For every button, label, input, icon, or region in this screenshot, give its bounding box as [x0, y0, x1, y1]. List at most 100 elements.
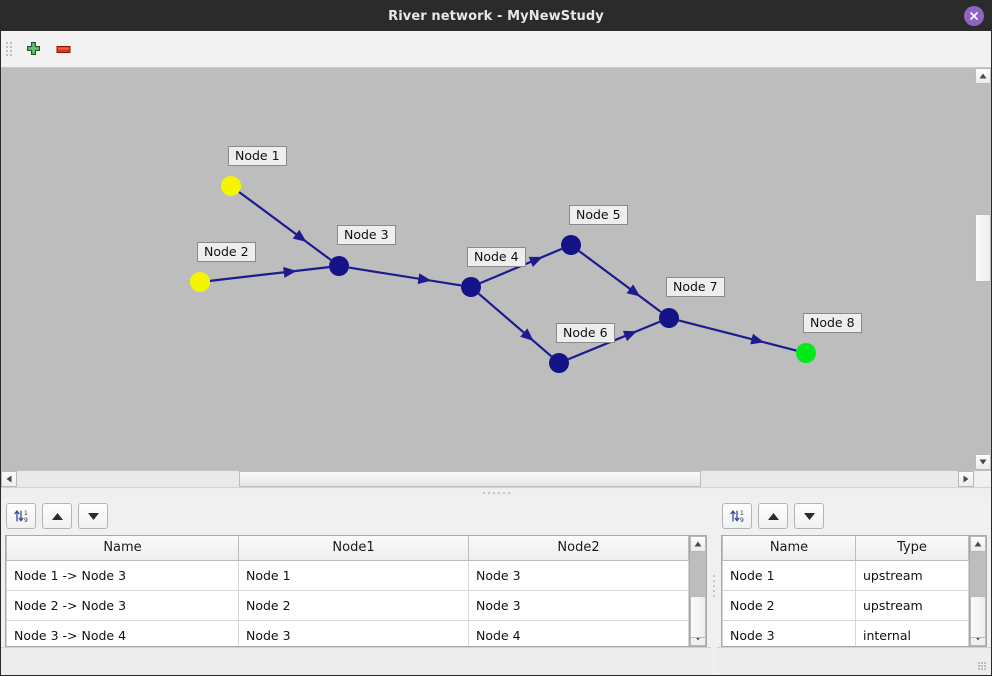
- table-column-header[interactable]: Node2: [468, 536, 689, 561]
- graph-vscroll-track[interactable]: [975, 84, 991, 454]
- table-cell[interactable]: Node 1: [238, 559, 469, 591]
- graph-node-label[interactable]: Node 7: [666, 277, 725, 297]
- table-column-header[interactable]: Name: [6, 536, 239, 561]
- graph-edge[interactable]: [238, 191, 332, 261]
- table-cell[interactable]: upstream: [855, 589, 969, 621]
- graph-node[interactable]: [461, 277, 481, 297]
- table-cell[interactable]: Node 4: [468, 619, 689, 646]
- graph-edge[interactable]: [209, 266, 330, 282]
- move-up-icon[interactable]: [758, 503, 788, 529]
- graph-hscroll-thumb[interactable]: [239, 471, 701, 487]
- graph-node[interactable]: [549, 353, 569, 373]
- graph-edge-arrow: [626, 284, 641, 297]
- graph-node-label[interactable]: Node 3: [337, 225, 396, 245]
- toolbar-drag-handle[interactable]: [5, 37, 13, 61]
- graph-node-label[interactable]: Node 4: [467, 247, 526, 267]
- table-column-header[interactable]: Node1: [238, 536, 469, 561]
- table-cell[interactable]: Node 1 -> Node 3: [6, 559, 239, 591]
- branch-vscroll-track[interactable]: [690, 552, 706, 638]
- table-cell[interactable]: internal: [855, 619, 969, 646]
- graph-scroll-up-icon[interactable]: [975, 68, 991, 84]
- table-cell[interactable]: Node 3: [468, 589, 689, 621]
- node-table-scrollbar[interactable]: [970, 535, 987, 647]
- branch-toolbar: 1 9: [1, 497, 711, 535]
- close-icon[interactable]: [964, 6, 984, 26]
- window-resize-grip[interactable]: [978, 662, 988, 672]
- graph-edge[interactable]: [678, 319, 797, 352]
- sort-icon[interactable]: 1 9: [722, 503, 752, 529]
- graph-node-label[interactable]: Node 1: [228, 146, 287, 166]
- graph-edge-arrow: [283, 266, 297, 278]
- svg-text:1: 1: [24, 510, 28, 517]
- graph-scroll-left-icon[interactable]: [1, 471, 17, 487]
- graph-node[interactable]: [561, 235, 581, 255]
- table-cell[interactable]: Node 2 -> Node 3: [6, 589, 239, 621]
- table-cell[interactable]: Node 3: [468, 559, 689, 591]
- table-cell[interactable]: Node 2: [722, 589, 856, 621]
- table-cell[interactable]: Node 3 -> Node 4: [6, 619, 239, 646]
- panel-splitter[interactable]: [1, 487, 991, 497]
- graph-node[interactable]: [190, 272, 210, 292]
- graph-scroll-down-icon[interactable]: [975, 454, 991, 470]
- graph-vertical-scrollbar[interactable]: [974, 68, 991, 470]
- graph-node[interactable]: [659, 308, 679, 328]
- table-cell[interactable]: Node 1: [722, 559, 856, 591]
- branch-status-strip: [1, 647, 711, 675]
- table-cell[interactable]: Node 2: [238, 589, 469, 621]
- sort-icon[interactable]: 1 9: [6, 503, 36, 529]
- network-graph-canvas[interactable]: Node 1 Node 2 Node 3 Node 4 Node 5 Node 6 Node…: [1, 68, 974, 470]
- graph-node[interactable]: [796, 343, 816, 363]
- graph-horizontal-scrollbar[interactable]: [1, 470, 991, 487]
- add-plus-icon[interactable]: [19, 35, 47, 63]
- graph-node-label[interactable]: Node 6: [556, 323, 615, 343]
- table-column-header[interactable]: Type: [855, 536, 969, 561]
- graph-node-label[interactable]: Node 8: [803, 313, 862, 333]
- graph-node[interactable]: [221, 176, 241, 196]
- graph-edge-arrow: [292, 229, 307, 242]
- table-cell[interactable]: Node 3: [238, 619, 469, 646]
- delete-minus-icon[interactable]: [49, 35, 77, 63]
- graph-node-label[interactable]: Node 5: [569, 205, 628, 225]
- table-cell[interactable]: Node 3: [722, 619, 856, 646]
- node-vscroll-track[interactable]: [970, 552, 986, 638]
- svg-text:9: 9: [24, 517, 28, 524]
- graph-scroll-right-icon[interactable]: [958, 471, 974, 487]
- move-down-icon[interactable]: [794, 503, 824, 529]
- branch-table-scrollbar[interactable]: [690, 535, 707, 647]
- graph-vscroll-thumb[interactable]: [975, 214, 991, 282]
- graph-node[interactable]: [329, 256, 349, 276]
- table-column-header[interactable]: Name: [722, 536, 856, 561]
- scrollbar-corner: [974, 471, 991, 487]
- branch-vscroll-thumb[interactable]: [690, 596, 706, 638]
- table-cell[interactable]: upstream: [855, 559, 969, 591]
- graph-edge[interactable]: [348, 266, 462, 287]
- graph-edge[interactable]: [477, 292, 553, 358]
- graph-node-label[interactable]: Node 2: [197, 242, 256, 262]
- move-down-icon[interactable]: [78, 503, 108, 529]
- graph-edge-arrow: [622, 330, 638, 342]
- node-scroll-up-icon[interactable]: [970, 536, 986, 552]
- graph-edge[interactable]: [578, 250, 662, 313]
- panes-splitter[interactable]: [711, 497, 717, 675]
- network-graph-panel: Node 1 Node 2 Node 3 Node 4 Node 5 Node 6 Node…: [1, 68, 991, 470]
- graph-hscroll-track[interactable]: [17, 471, 958, 487]
- branch-scroll-up-icon[interactable]: [690, 536, 706, 552]
- move-up-icon[interactable]: [42, 503, 72, 529]
- node-vscroll-thumb[interactable]: [970, 596, 986, 638]
- window-title: River network - MyNewStudy: [388, 8, 604, 24]
